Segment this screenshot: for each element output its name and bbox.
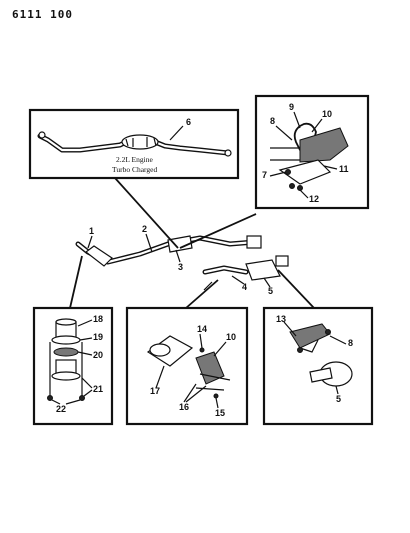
caption-engine: 2.2L Engine [116,155,153,164]
tail-outlet [309,367,333,383]
tail-tip [203,281,213,291]
inset-clamp-frame [125,306,249,426]
inset-pipe-clamp: 14 10 17 16 15 [125,306,249,426]
inset-hanger-bracket: 9 10 8 7 11 12 [254,94,370,210]
inset-connectors [69,177,315,309]
turbo-exhaust-pipe [37,131,232,157]
callout-13: 13 [276,314,286,324]
callout-10b: 10 [226,332,236,342]
callout-20: 20 [93,350,103,360]
flange-gasket [53,347,79,357]
callout-16: 16 [179,402,189,412]
callout-7: 7 [262,170,267,180]
page-id: 6111 100 [12,8,73,21]
catalytic-converter [85,245,113,267]
callout-11: 11 [339,164,349,174]
callout-3: 3 [178,262,183,272]
callout-19: 19 [93,332,103,342]
inset-tail-hanger: 13 8 5 [262,306,374,426]
inset-flange-clamp: 18 19 20 21 22 [32,306,114,426]
main-exhaust-assembly: 1 2 3 4 5 [75,224,289,296]
callout-2: 2 [142,224,147,234]
hanger-bracket [299,127,349,163]
callout-8: 8 [270,116,275,126]
callout-5: 5 [268,286,273,296]
callout-17: 17 [150,386,160,396]
muffler-hanger [275,255,289,267]
callout-6: 6 [186,117,191,127]
pipe-end-flange [246,235,262,249]
callout-15: 15 [215,408,225,418]
caption-turbo: Turbo Charged [112,165,157,174]
leader-6 [169,125,184,141]
turbo-converter [121,134,159,150]
callout-5b: 5 [336,394,341,404]
callout-8b: 8 [348,338,353,348]
callout-14: 14 [197,324,207,334]
hanger-clamp [278,159,332,185]
callout-21: 21 [93,384,103,394]
inset-turbo-exhaust: 6 2.2L Engine Turbo Charged [28,108,240,180]
callout-9: 9 [289,102,294,112]
callout-22: 22 [56,404,66,414]
callout-4: 4 [242,282,247,292]
muffler [245,259,281,281]
resonator [167,235,193,253]
callout-10: 10 [322,109,332,119]
callout-12: 12 [309,194,319,204]
callout-1: 1 [89,226,94,236]
clamp-bracket [195,351,225,385]
callout-18: 18 [93,314,103,324]
